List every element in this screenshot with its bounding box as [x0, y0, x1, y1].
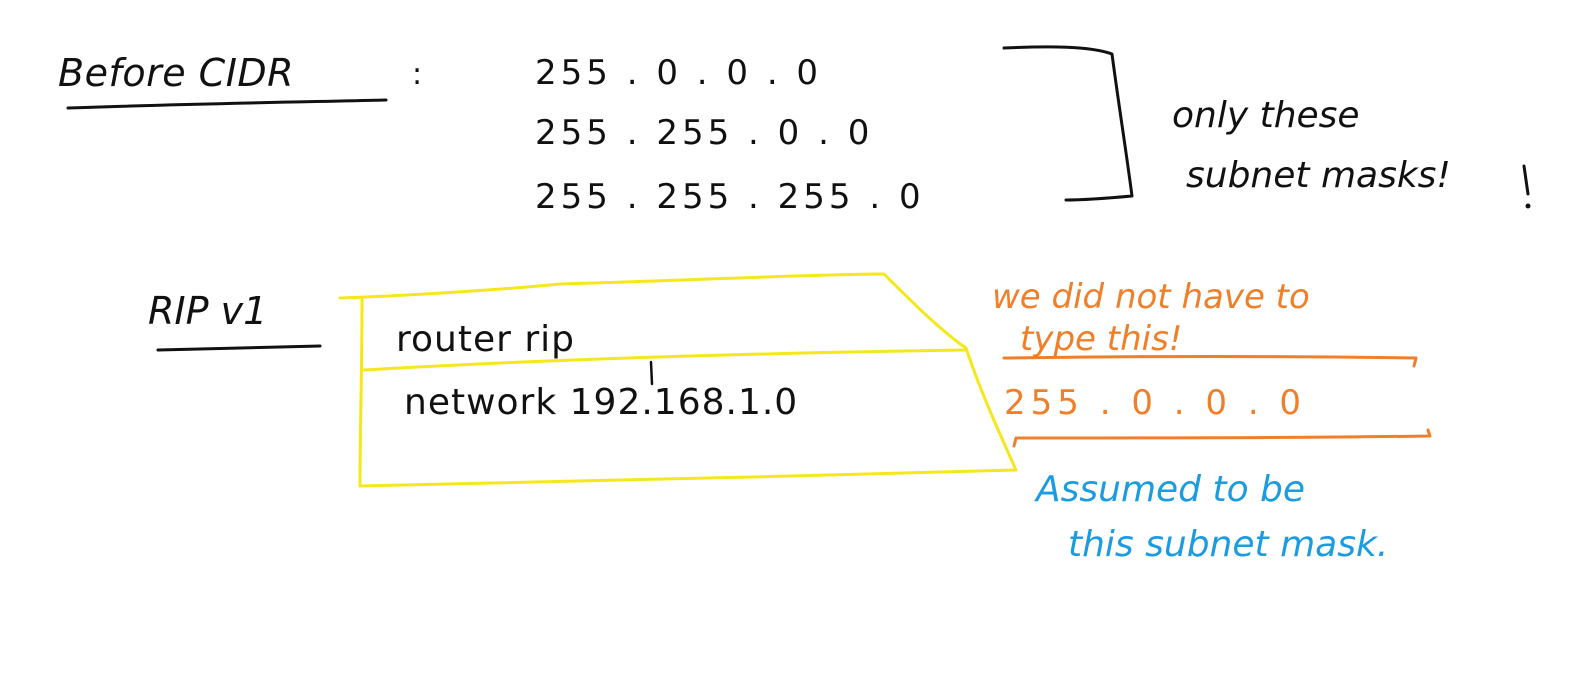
subnet-mask-class-b: 255 . 255 . 0 . 0 [535, 113, 874, 153]
assumed-note-line-2: this subnet mask. [1068, 524, 1389, 565]
assumed-note-line-1: Assumed to be [1036, 469, 1306, 510]
masks-bracket [1002, 45, 1134, 202]
rip-v1-underline [156, 344, 322, 352]
exclamation-stroke [1522, 164, 1530, 196]
rip-v1-heading: RIP v1 [148, 289, 268, 333]
subnet-mask-class-a: 255 . 0 . 0 . 0 [535, 53, 823, 93]
orange-underline-top [1002, 355, 1418, 368]
text-cursor-mark [649, 360, 654, 386]
command-divider-line [362, 348, 968, 372]
exclamation-dot [1525, 203, 1531, 209]
network-command: network 192.168.1.0 [404, 382, 799, 423]
did-not-type-note-line-1: we did not have to [992, 277, 1310, 317]
orange-underline-bottom [1012, 428, 1432, 448]
router-rip-command: router rip [396, 319, 576, 360]
assumed-subnet-mask: 255 . 0 . 0 . 0 [1004, 383, 1307, 423]
subnet-mask-class-c: 255 . 255 . 255 . 0 [535, 177, 925, 217]
before-cidr-heading: Before CIDR [58, 51, 295, 95]
before-cidr-colon: : [412, 57, 423, 92]
only-these-note: only these [1172, 95, 1360, 136]
did-not-type-note-line-2: type this! [1020, 319, 1183, 359]
command-highlight-box [338, 272, 1018, 488]
subnet-masks-note: subnet masks! [1186, 155, 1451, 196]
before-cidr-underline [66, 98, 388, 110]
